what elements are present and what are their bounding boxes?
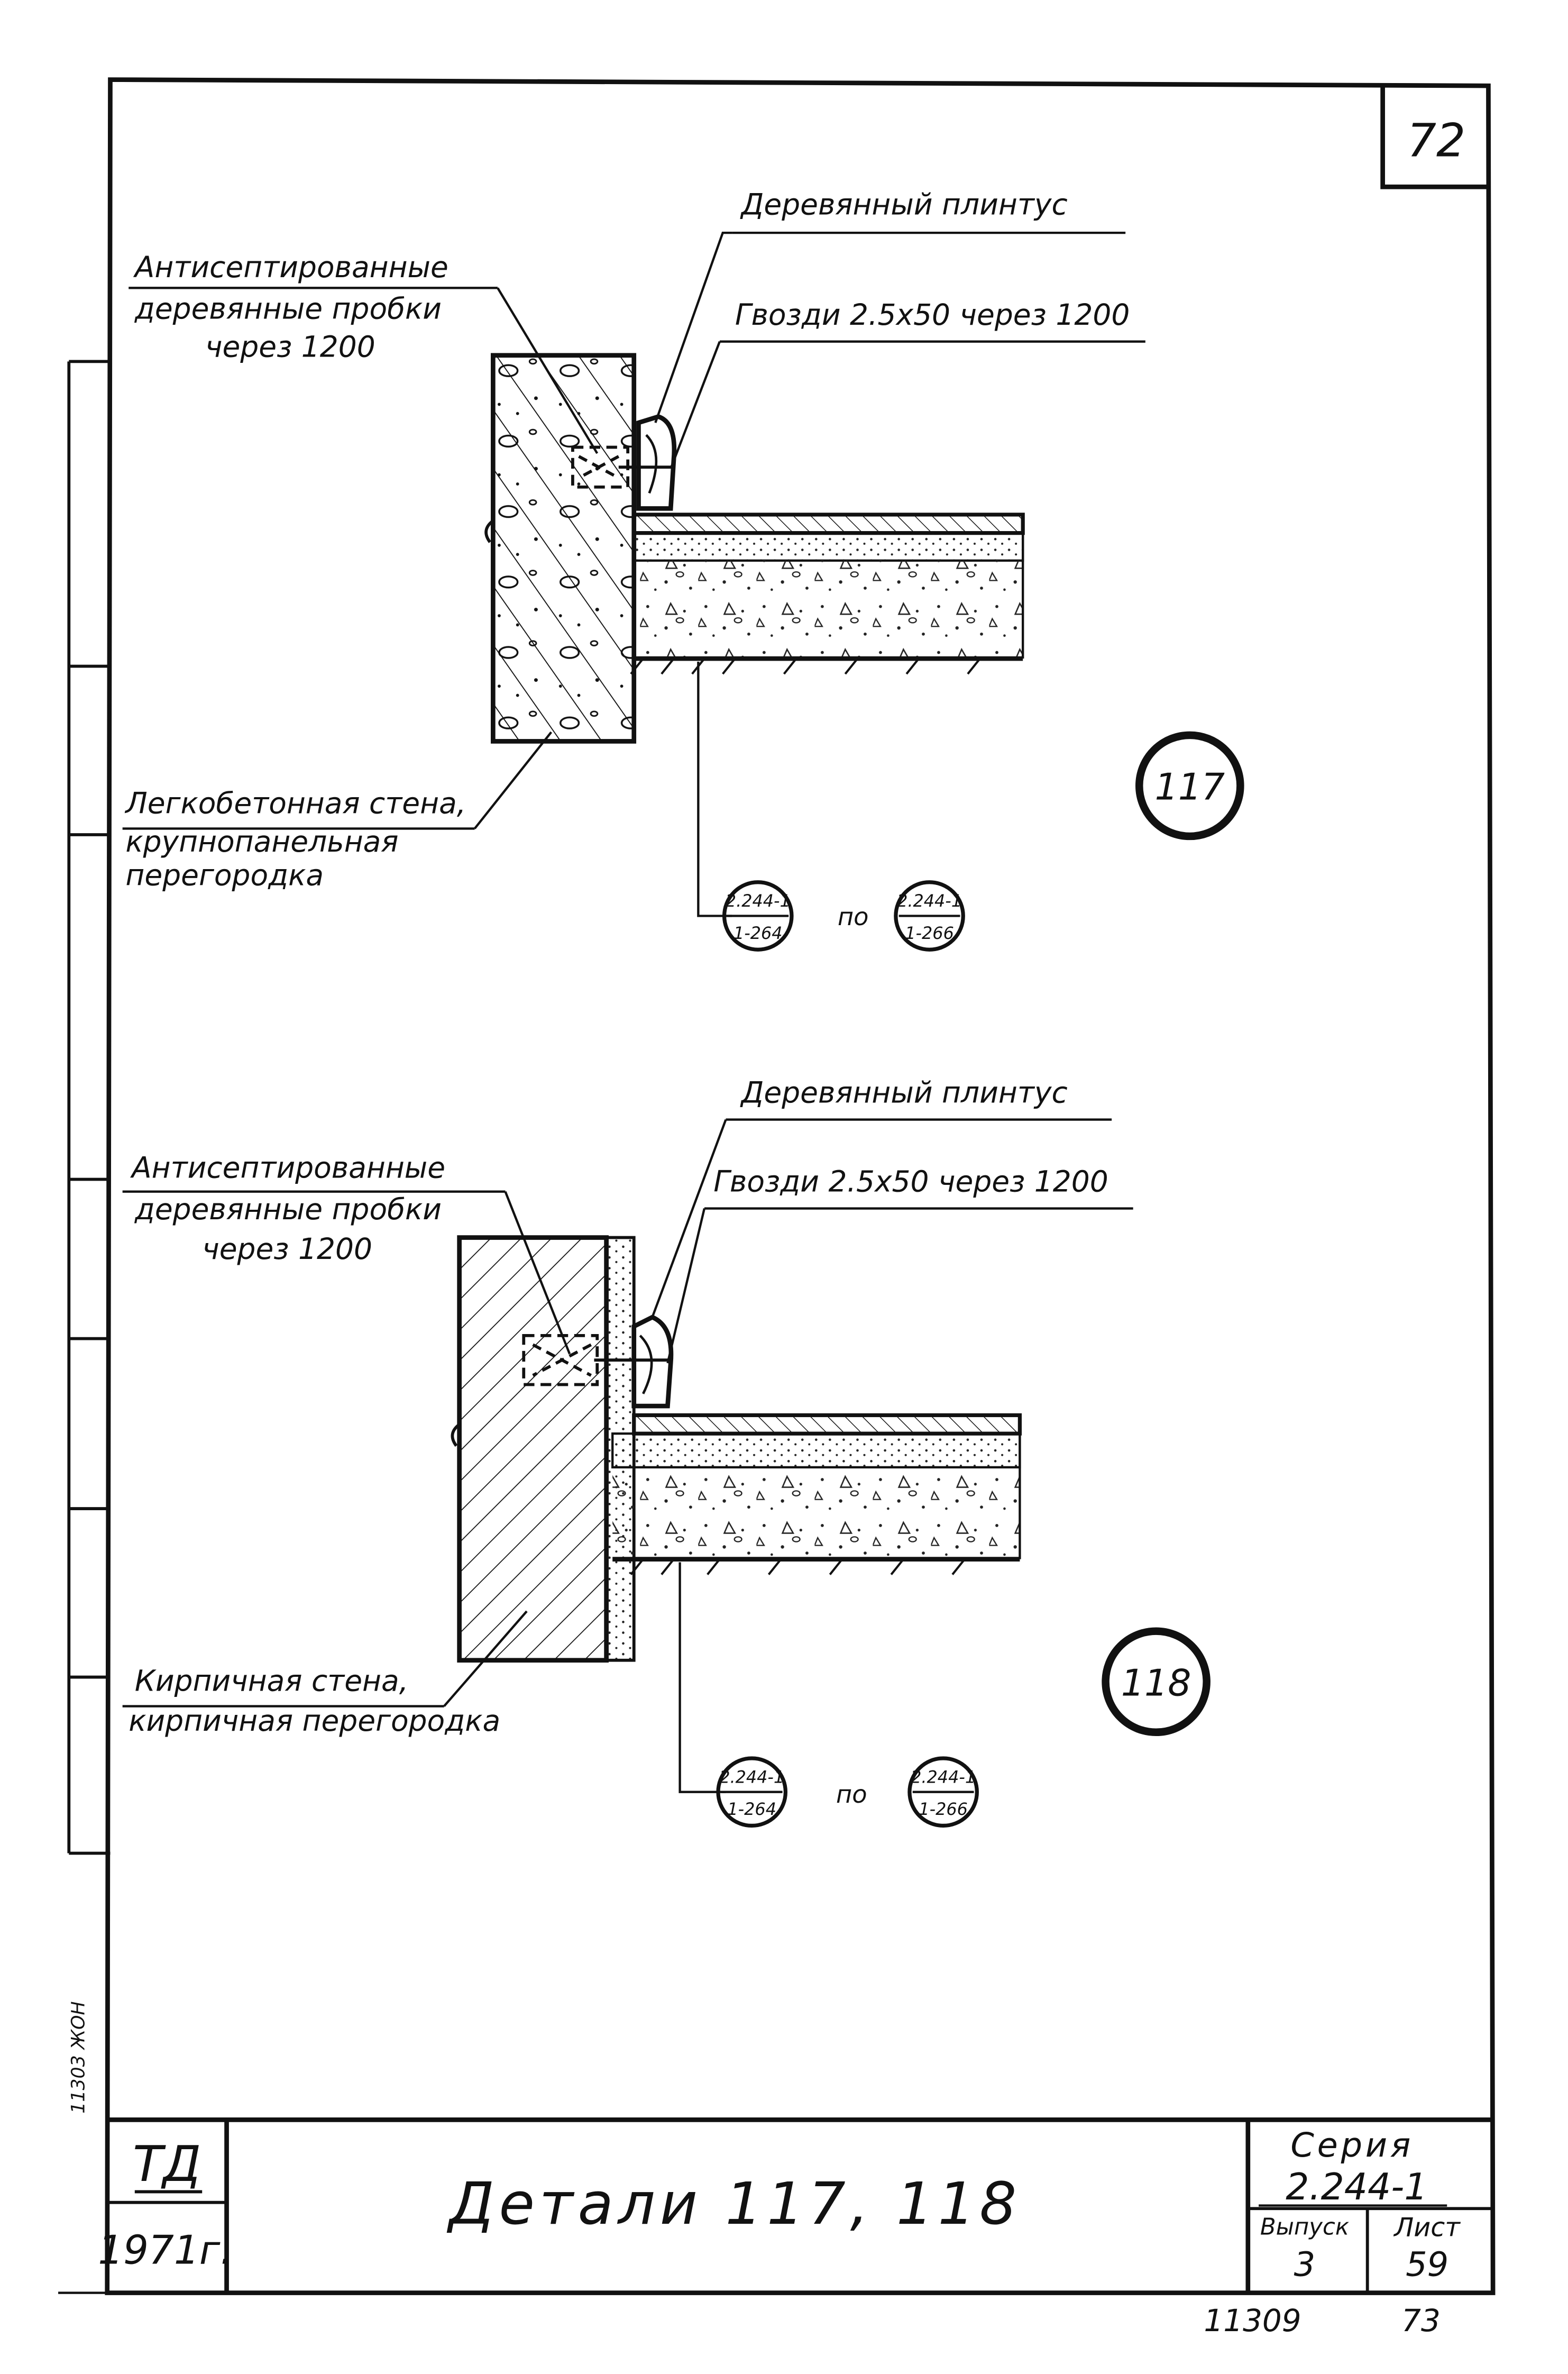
org-mark: ТД (133, 2135, 201, 2193)
wall-label-line-2: кирпичная перегородка (129, 1704, 500, 1738)
ref-left-top-118: 2.244-1 (719, 1767, 784, 1787)
reference-right-118: 2.244-1 1-266 (907, 1756, 979, 1828)
wooden-plug (571, 445, 630, 489)
bottom-left-code: 11309 (1204, 2303, 1301, 2339)
reference-left-117: 2.244-1 1-264 (722, 880, 794, 952)
side-stamp: 11303 ЖОН (68, 2001, 89, 2113)
wooden-plinth (636, 414, 677, 511)
lightweight-concrete-wall (484, 353, 637, 744)
sheet-label: Лист (1393, 2212, 1461, 2242)
ref-left-bottom-117: 1-264 (733, 923, 783, 943)
series-value: 2.244-1 (1286, 2166, 1427, 2208)
sheet-value: 59 (1406, 2245, 1448, 2285)
plugs-label-line-3: через 1200 (202, 1232, 372, 1266)
sheet-frame (58, 77, 1496, 2295)
detail-118: Деревянный плинтус Гвозди 2.5х50 через 1… (122, 1076, 1211, 1828)
plugs-label-line-1: Антисептированные (133, 250, 448, 284)
plinth-label: Деревянный плинтус (739, 187, 1067, 221)
annotation-wall: Кирпичная стена, кирпичная перегородка (122, 1610, 528, 1738)
brick-wall (451, 1235, 609, 1663)
title-block: ТД 1971г. Детали 117, 118 Серия 2.244-1 … (98, 2117, 1493, 2293)
plugs-label-line-1: Антисептированные (130, 1151, 445, 1185)
annotation-plinth: Деревянный плинтус (654, 187, 1126, 423)
nails-label: Гвозди 2.5х50 через 1200 (713, 1165, 1108, 1199)
detail-number-117: 117 (1154, 765, 1225, 808)
detail-number-118: 118 (1121, 1661, 1191, 1704)
drawing-title: Детали 117, 118 (446, 2170, 1021, 2238)
wall-label-line-1: Кирпичная стена, (135, 1664, 408, 1698)
bottom-right-code: 73 (1401, 2303, 1441, 2339)
detail-117: Деревянный плинтус Гвозди 2.5х50 через 1… (122, 187, 1244, 952)
year: 1971г. (98, 2227, 233, 2273)
page-number: 72 (1407, 114, 1466, 167)
ref-right-top-118: 2.244-1 (911, 1767, 976, 1787)
annotation-plinth: Деревянный плинтус (651, 1076, 1112, 1318)
wall-label-line-1: Легкобетонная стена, (124, 787, 466, 820)
reference-left-118: 2.244-1 1-264 (716, 1756, 788, 1828)
floor-build-up (630, 513, 1025, 675)
wooden-plug (522, 1334, 599, 1386)
plugs-label-line-2: деревянные пробки (134, 291, 442, 325)
wall-label-line-2: крупнопанельная (125, 825, 398, 859)
detail-marker-118: 118 (1102, 1627, 1211, 1737)
ref-right-bottom-118: 1-266 (919, 1799, 968, 1819)
ref-right-top-117: 2.244-1 (897, 891, 962, 911)
detail-marker-117: 117 (1135, 731, 1244, 841)
plinth-label: Деревянный плинтус (739, 1076, 1067, 1110)
annotation-wall: Легкобетонная стена, крупнопанельная пер… (122, 731, 553, 892)
issue-value: 3 (1294, 2245, 1316, 2285)
annotation-plugs: Антисептированные деревянные пробки чере… (129, 250, 599, 454)
annotation-plugs: Антисептированные деревянные пробки чере… (122, 1151, 571, 1355)
ref-right-bottom-117: 1-266 (905, 923, 954, 943)
ref-left-bottom-118: 1-264 (727, 1799, 776, 1819)
plugs-label-line-2: деревянные пробки (134, 1192, 442, 1226)
ref-joiner-117: по (838, 902, 869, 931)
plugs-label-line-3: через 1200 (205, 330, 375, 364)
nails-label: Гвозди 2.5х50 через 1200 (735, 298, 1130, 332)
reference-right-117: 2.244-1 1-266 (894, 880, 965, 952)
page-number-box: 72 (1380, 86, 1489, 189)
annotation-nails: Гвозди 2.5х50 через 1200 (670, 298, 1145, 469)
series-label: Серия (1290, 2126, 1414, 2165)
annotation-nails: Гвозди 2.5х50 через 1200 (666, 1165, 1133, 1364)
ref-left-top-117: 2.244-1 (726, 891, 791, 911)
issue-label: Выпуск (1260, 2214, 1349, 2241)
floor-build-up (611, 1413, 1022, 1575)
wall-label-line-3: перегородка (125, 859, 324, 892)
ref-joiner-118: по (836, 1780, 867, 1809)
